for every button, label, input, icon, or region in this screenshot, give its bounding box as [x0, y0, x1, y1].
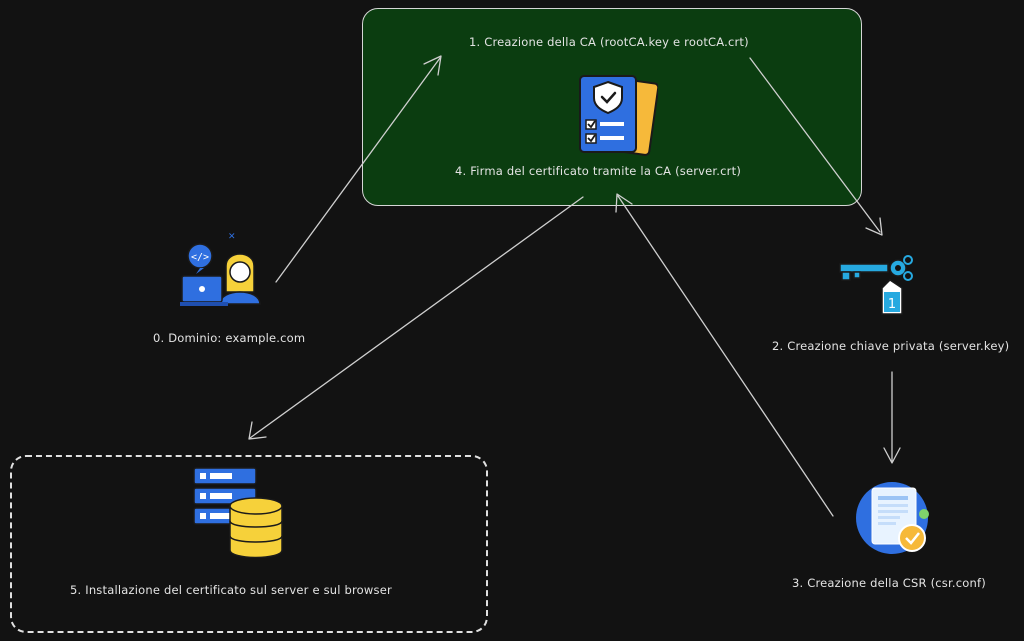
server-box — [10, 455, 488, 633]
svg-text:✕: ✕ — [228, 232, 236, 242]
install-label: 5. Installazione del certificato sul ser… — [70, 583, 392, 597]
arrow-ca-to-install — [249, 196, 584, 439]
svg-text:1: 1 — [888, 297, 896, 312]
domain-label: 0. Dominio: example.com — [153, 331, 306, 345]
arrow-ca-to-key — [749, 57, 881, 233]
arrow-csr-to-ca — [617, 195, 834, 517]
csr-label: 3. Creazione della CSR (csr.conf) — [792, 576, 986, 590]
server-database-icon — [193, 467, 283, 558]
document-badge-icon — [856, 482, 929, 554]
ca-sign-label: 4. Firma del certificato tramite la CA (… — [455, 164, 742, 178]
developer-laptop-icon: </> ✕ — [180, 232, 261, 306]
key-tag-icon: 1 — [839, 255, 913, 315]
svg-text:</>: </> — [191, 252, 209, 263]
ca-create-label: 1. Creazione della CA (rootCA.key e root… — [469, 35, 749, 49]
arrow-domain-to-ca — [275, 57, 441, 283]
certificate-checklist-icon — [579, 75, 658, 156]
private-key-label: 2. Creazione chiave privata (server.key) — [772, 339, 1010, 353]
